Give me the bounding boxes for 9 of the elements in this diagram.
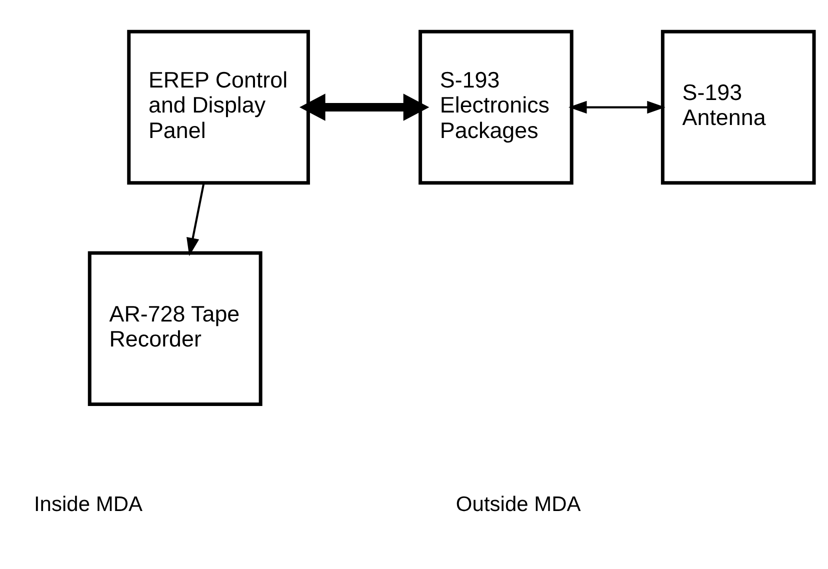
arrow (299, 94, 430, 121)
node-box: EREP Control and Display Panel (127, 30, 310, 185)
node-box: AR-728 Tape Recorder (88, 251, 262, 406)
label: Inside MDA (34, 492, 143, 516)
arrow (568, 100, 666, 114)
node-box: S-193 Electronics Packages (418, 30, 574, 185)
node-box: S-193 Antenna (660, 30, 816, 185)
label: Outside MDA (456, 492, 581, 516)
arrow (186, 183, 205, 256)
